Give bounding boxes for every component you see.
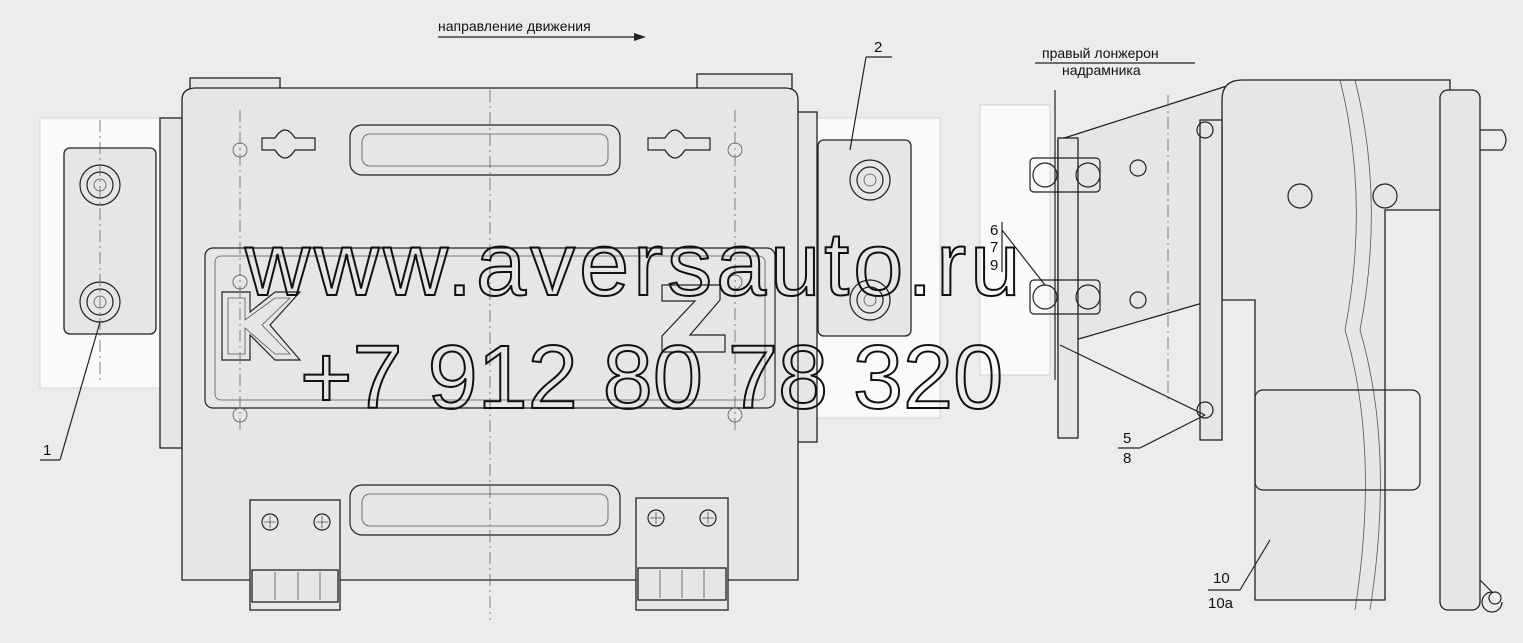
- callouts: 1 2 6 7 9 5 8 10 10а: [40, 39, 1271, 612]
- watermark-phone: +7 912 80 78 320: [300, 328, 1003, 428]
- left-bracket: [63, 120, 157, 380]
- direction-arrowhead: [634, 33, 646, 41]
- callout-10: 10: [1213, 570, 1230, 587]
- middle-bracket: [817, 139, 912, 337]
- spar-caption-line1: правый лонжерон: [1042, 45, 1159, 61]
- direction-caption: направление движения: [438, 18, 591, 34]
- callout-7: 7: [990, 239, 998, 256]
- callout-2: 2: [874, 39, 882, 56]
- middle-bracket-nuts: [849, 159, 891, 321]
- watermark-site: www.aversauto.ru: [244, 215, 1024, 315]
- callout-6: 6: [990, 222, 998, 239]
- callout-9: 9: [990, 257, 998, 274]
- spar-caption-line2: надрамника: [1062, 62, 1141, 78]
- captions: направление движения правый лонжерон над…: [438, 18, 1195, 78]
- side-view: [1029, 79, 1507, 613]
- callout-8: 8: [1123, 450, 1131, 467]
- callout-5: 5: [1123, 430, 1131, 447]
- clamp-screws: [261, 509, 717, 531]
- callout-10a: 10а: [1208, 595, 1234, 612]
- callout-1: 1: [43, 442, 51, 459]
- watermark: www.aversauto.ru +7 912 80 78 320: [243, 214, 1024, 429]
- spar-bolts: [1029, 157, 1147, 315]
- main-bracket: [159, 73, 818, 620]
